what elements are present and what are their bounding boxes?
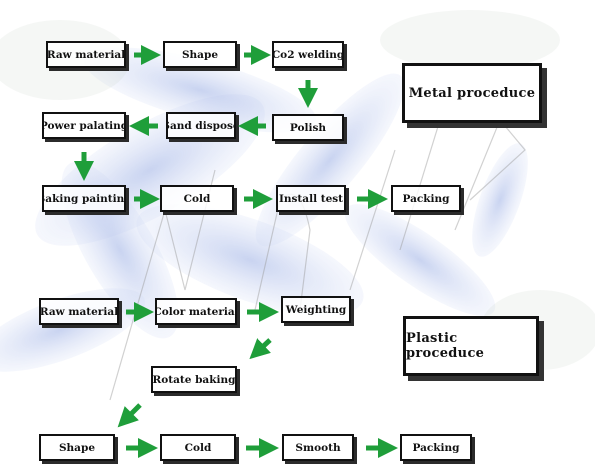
- plastic-step-cold-label: Cold: [184, 441, 212, 454]
- metal-step-baking-painting: Baking painting: [42, 185, 126, 212]
- plastic-step-smooth-label: Smooth: [295, 441, 341, 454]
- plastic-step-shape-label: Shape: [58, 441, 96, 454]
- metal-step-co2-welding-label: Co2 welding: [272, 48, 344, 61]
- plastic-step-shape: Shape: [39, 434, 115, 461]
- metal-step-sand-dispose-label: Sand dispose: [166, 119, 236, 132]
- plastic-step-raw-material-label: Raw material: [39, 305, 119, 318]
- plastic-step-cold: Cold: [160, 434, 236, 461]
- metal-step-polish-label: Polish: [289, 121, 327, 134]
- plastic-step-smooth: Smooth: [282, 434, 354, 461]
- metal-step-install-test: Install test: [276, 185, 346, 212]
- metal-step-shape: Shape: [163, 41, 237, 68]
- metal-step-raw-material: Raw material: [46, 41, 126, 68]
- plastic-step-rotate-baking-label: Rotate baking: [152, 373, 236, 386]
- plastic-step-packing: Packing: [400, 434, 472, 461]
- plastic-step-weighting: Weighting: [281, 296, 351, 323]
- metal-step-shape-label: Shape: [181, 48, 219, 61]
- metal-step-install-test-label: Install test: [278, 192, 344, 205]
- plastic-step-weighting-label: Weighting: [285, 303, 347, 316]
- plastic-step-color-material-label: Color material: [155, 305, 237, 318]
- metal-step-raw-material-label: Raw material: [46, 48, 126, 61]
- plastic-step-rotate-baking: Rotate baking: [151, 366, 237, 393]
- plastic-step-raw-material: Raw material: [39, 298, 119, 325]
- metal-step-cold: Cold: [160, 185, 234, 212]
- metal-step-polish: Polish: [272, 114, 344, 141]
- metal-procedure-title: Metal proceduce: [402, 63, 542, 123]
- metal-step-packing-label: Packing: [402, 192, 450, 205]
- metal-step-co2-welding: Co2 welding: [272, 41, 344, 68]
- plastic-procedure-title-text: Plastic proceduce: [406, 331, 485, 361]
- plastic-procedure-title: Plastic proceduce: [403, 316, 539, 376]
- plastic-step-color-material: Color material: [155, 298, 237, 325]
- metal-step-cold-label: Cold: [183, 192, 211, 205]
- metal-procedure-title-text: Metal proceduce: [408, 85, 536, 101]
- plastic-step-packing-label: Packing: [412, 441, 460, 454]
- metal-step-power-palating-label: Power palating: [42, 119, 126, 132]
- metal-step-packing: Packing: [391, 185, 461, 212]
- metal-step-sand-dispose: Sand dispose: [166, 112, 236, 139]
- metal-step-baking-painting-label: Baking painting: [44, 192, 125, 205]
- metal-step-power-palating: Power palating: [42, 112, 126, 139]
